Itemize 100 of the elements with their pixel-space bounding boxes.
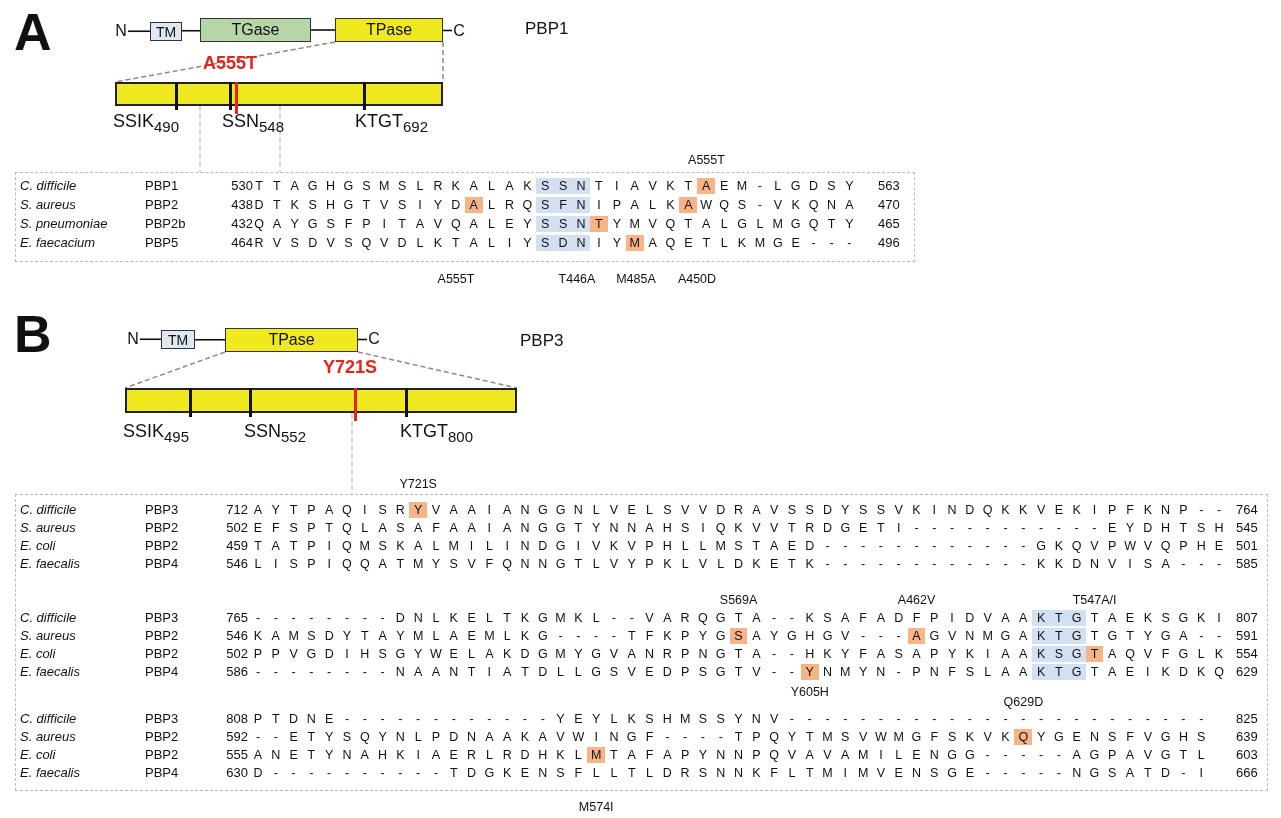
residue-number: 530 [231, 179, 253, 192]
residue-number: 585 [1236, 557, 1258, 570]
residue-number: 470 [878, 198, 900, 211]
residue-number: 592 [226, 730, 248, 743]
residue-number: 501 [1236, 539, 1258, 552]
species-name: E. coli [20, 539, 56, 552]
terminus-label: N [126, 330, 140, 348]
protein-name: PBP2 [145, 748, 179, 761]
domain-box: TPase [225, 328, 358, 352]
species-name: E. faecacium [20, 236, 96, 249]
species-name: E. faecalis [20, 766, 80, 779]
protein-name: PBP2b [145, 217, 186, 230]
mutation-label: Y721S [323, 358, 378, 376]
protein-name: PBP2 [145, 730, 179, 743]
residue-number: 666 [1236, 766, 1258, 779]
zoom-guide-line [199, 105, 201, 173]
residue-number: 459 [226, 539, 248, 552]
sequence-row-text: E F S P T Q L A S A F A A I A N G G T Y N N A H S I Q K V V T R D G E T I - - - - - - - - - - - E Y D H T S H [252, 520, 1225, 536]
species-name: S. pneumoniae [20, 217, 108, 230]
mutation-label: A555T [203, 54, 258, 72]
backbone-line [194, 338, 226, 341]
sequence-row-text: - - - - - - - - N A A N T I A T D L L G S V E D P S G T V - - Y N M Y N - P N F S L A A K T G T A E I K D K Q [254, 664, 1225, 680]
zoom-guide-line [351, 412, 353, 495]
protein-name: PBP1 [145, 179, 179, 192]
species-name: S. aureus [20, 730, 76, 743]
residue-number: 546 [226, 557, 248, 570]
residue-number: 546 [226, 629, 248, 642]
residue-number: 563 [878, 179, 900, 192]
motif-label: KTGT$_{692}$ [355, 112, 429, 134]
mutation-annotation: T547A/I [1072, 594, 1117, 607]
terminus-label: C [452, 22, 466, 40]
mutation-annotation: A555T [437, 273, 475, 286]
terminus-label: N [114, 22, 128, 40]
sequence-row-text: D - - - - - - - - - - T D G K E N S F L L T L D R S N N K F L T M I M V E N S G E - - - - - N G S A T D - I [252, 765, 1204, 781]
protein-name: PBP3 [145, 611, 179, 624]
sequence-row-text: T T A G H G S M S L R K A L A K S S N T I A V K T A E M - L G D S Y [254, 178, 855, 194]
sequence-row-text: K A M S D Y T A Y M L A E M L K G - - - - T F K P Y G S A Y G H G V - - - A G V N M G A K T G T G T Y G A - - [252, 628, 1223, 644]
sequence-row-text: L I S P I Q Q A T M Y S V F Q N N G T L V Y P K L V L D K E T K - - - - - - - - - - - - K K D N V I S A - - - [253, 556, 1223, 572]
protein-name: PBP1 [525, 20, 569, 37]
motif-label: SSN$_{548}$ [222, 112, 285, 134]
residue-number: 825 [1236, 712, 1258, 725]
protein-name: PBP4 [145, 665, 179, 678]
mutation-annotation: Y721S [399, 478, 437, 491]
protein-name: PBP3 [520, 332, 564, 349]
residue-number: 545 [1236, 521, 1258, 534]
mutation-annotation: M485A [616, 273, 656, 286]
species-name: E. faecalis [20, 557, 80, 570]
residue-number: 764 [1236, 503, 1258, 516]
motif-label: SSN$_{552}$ [244, 422, 307, 444]
residue-number: 712 [226, 503, 248, 516]
mutation-annotation: Y605H [790, 686, 829, 699]
mutation-annotation: S569A [719, 594, 758, 607]
species-name: C. difficile [20, 503, 77, 516]
residue-number: 639 [1236, 730, 1258, 743]
species-name: C. difficile [20, 611, 77, 624]
domain-box: TM [150, 22, 182, 41]
sequence-row-text: Q A Y G S F P I T A V Q A L E Y S S N T Y M V Q T A L G L M G Q T Y [253, 216, 855, 232]
residue-number: 502 [226, 647, 248, 660]
residue-number: 502 [226, 521, 248, 534]
protein-name: PBP2 [145, 521, 179, 534]
protein-name: PBP2 [145, 629, 179, 642]
residue-number: 554 [1236, 647, 1258, 660]
sequence-row-text: P T D N E - - - - - - - - - - - - Y E Y L K S H M S S Y N V - - - - - - - - - - - - - - - - - - - - - - - - [252, 711, 1205, 727]
protein-name: PBP2 [145, 198, 179, 211]
species-name: C. difficile [20, 712, 77, 725]
residue-number: 591 [1236, 629, 1258, 642]
species-name: S. aureus [20, 521, 76, 534]
mutation-annotation: Q629D [1003, 696, 1044, 709]
panel-letter: B [14, 308, 52, 360]
protein-name: PBP3 [145, 503, 179, 516]
residue-number: 603 [1236, 748, 1258, 761]
mutation-annotation: A450D [677, 273, 717, 286]
residue-number: 808 [226, 712, 248, 725]
sequence-row-text: A N E T Y N A H K I A E R L R D H K L M T A F A P Y N N P Q V A V A M I L E N G G - - - - - A G P A V G T L [252, 747, 1206, 763]
mutation-annotation: M574I [578, 801, 614, 814]
mutation-annotation: A555T [688, 154, 725, 167]
protein-name: PBP5 [145, 236, 179, 249]
residue-number: 555 [226, 748, 248, 761]
domain-box: TGase [200, 18, 311, 42]
mutation-annotation: A462V [897, 594, 936, 607]
backbone-line [181, 29, 201, 32]
motif-label: SSIK$_{490}$ [113, 112, 180, 134]
residue-number: 432 [231, 217, 253, 230]
residue-number: 629 [1236, 665, 1258, 678]
mutation-annotation: T446A [558, 273, 596, 286]
residue-number: 464 [231, 236, 253, 249]
sequence-row-text: R V S D V S Q V D L K T A L I Y S D N I Y M A Q E T L K M G E - - - [253, 235, 853, 251]
protein-name: PBP4 [145, 766, 179, 779]
residue-number: 438 [231, 198, 253, 211]
residue-number: 586 [226, 665, 248, 678]
zoom-guide-line [357, 351, 518, 389]
domain-box: TPase [335, 18, 443, 42]
residue-number: 496 [878, 236, 900, 249]
sequence-row-text: D T K S H G T V S I Y D A L R Q S F N I P A L K A W Q S - V K Q N A [253, 197, 855, 213]
sequence-row-text: - - E T Y S Q Y N L P D N A A K A V W I N G F - - - - T P Q Y T M S V W M G F S K V K Q Y G E N S F V G H S [254, 729, 1207, 745]
motif-label: SSIK$_{495}$ [123, 422, 190, 444]
zoom-guide-line [279, 105, 281, 173]
backbone-line [127, 30, 151, 33]
protein-name: PBP4 [145, 557, 179, 570]
motif-label: KTGT$_{800}$ [400, 422, 474, 444]
